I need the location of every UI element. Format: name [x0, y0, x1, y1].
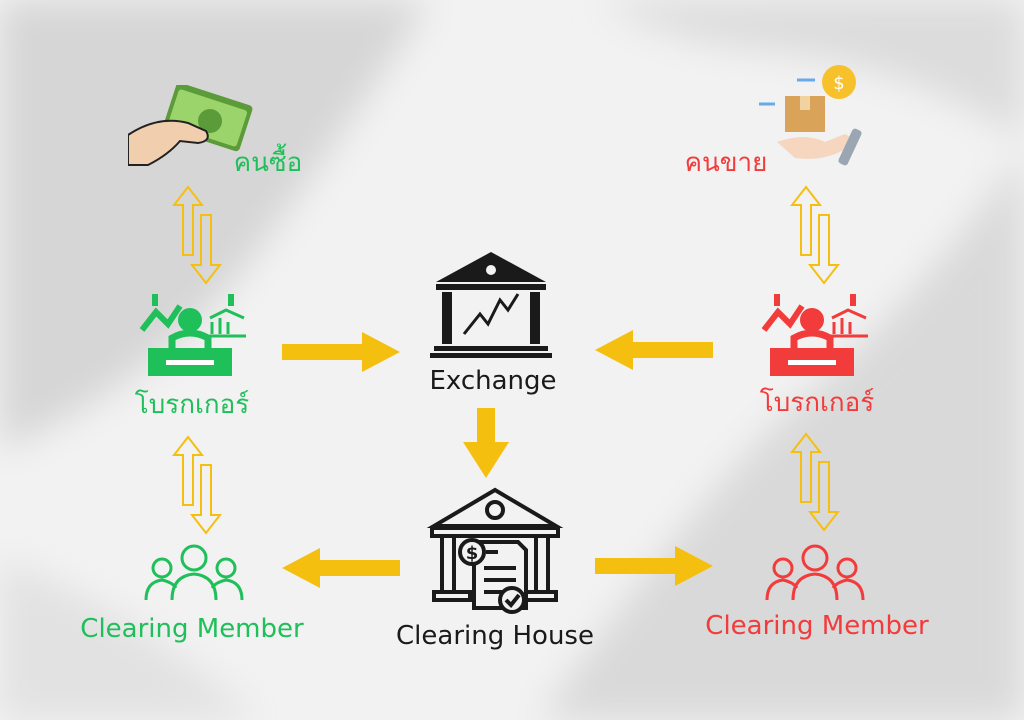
seller-label: คนขาย	[684, 148, 768, 178]
clearing-house-to-member-right-arrow	[595, 546, 713, 586]
buyer-label: คนซื้อ	[233, 148, 303, 178]
svg-text:$: $	[466, 543, 479, 564]
member-right-group-icon	[765, 544, 865, 601]
clearing-house-building-document-icon: $	[426, 487, 564, 614]
member-right-label: Clearing Member	[705, 611, 929, 641]
buyer-cash-hand-icon	[128, 85, 253, 166]
seller-package-hand-icon: $	[759, 65, 862, 166]
exchange-building-chart-icon	[430, 252, 552, 358]
broker-left-icon	[139, 294, 246, 376]
clearing-house-label: Clearing House	[396, 621, 594, 651]
exchange-to-clearing-house-arrow	[463, 408, 509, 478]
broker-left-to-exchange-arrow	[282, 332, 400, 372]
buyer-broker-double-arrow	[172, 185, 222, 285]
broker-right-label: โบรกเกอร์	[759, 388, 875, 418]
broker-right-to-exchange-arrow	[595, 330, 713, 370]
clearing-house-to-member-left-arrow	[282, 548, 400, 588]
svg-text:$: $	[833, 73, 844, 94]
seller-broker-double-arrow	[790, 185, 840, 285]
broker-member-right-double-arrow	[790, 432, 840, 532]
broker-right-icon	[761, 294, 868, 376]
broker-left-label: โบรกเกอร์	[134, 390, 250, 420]
exchange-label: Exchange	[429, 366, 557, 396]
member-left-label: Clearing Member	[80, 614, 304, 644]
member-left-group-icon	[144, 544, 244, 601]
broker-member-left-double-arrow	[172, 435, 222, 535]
